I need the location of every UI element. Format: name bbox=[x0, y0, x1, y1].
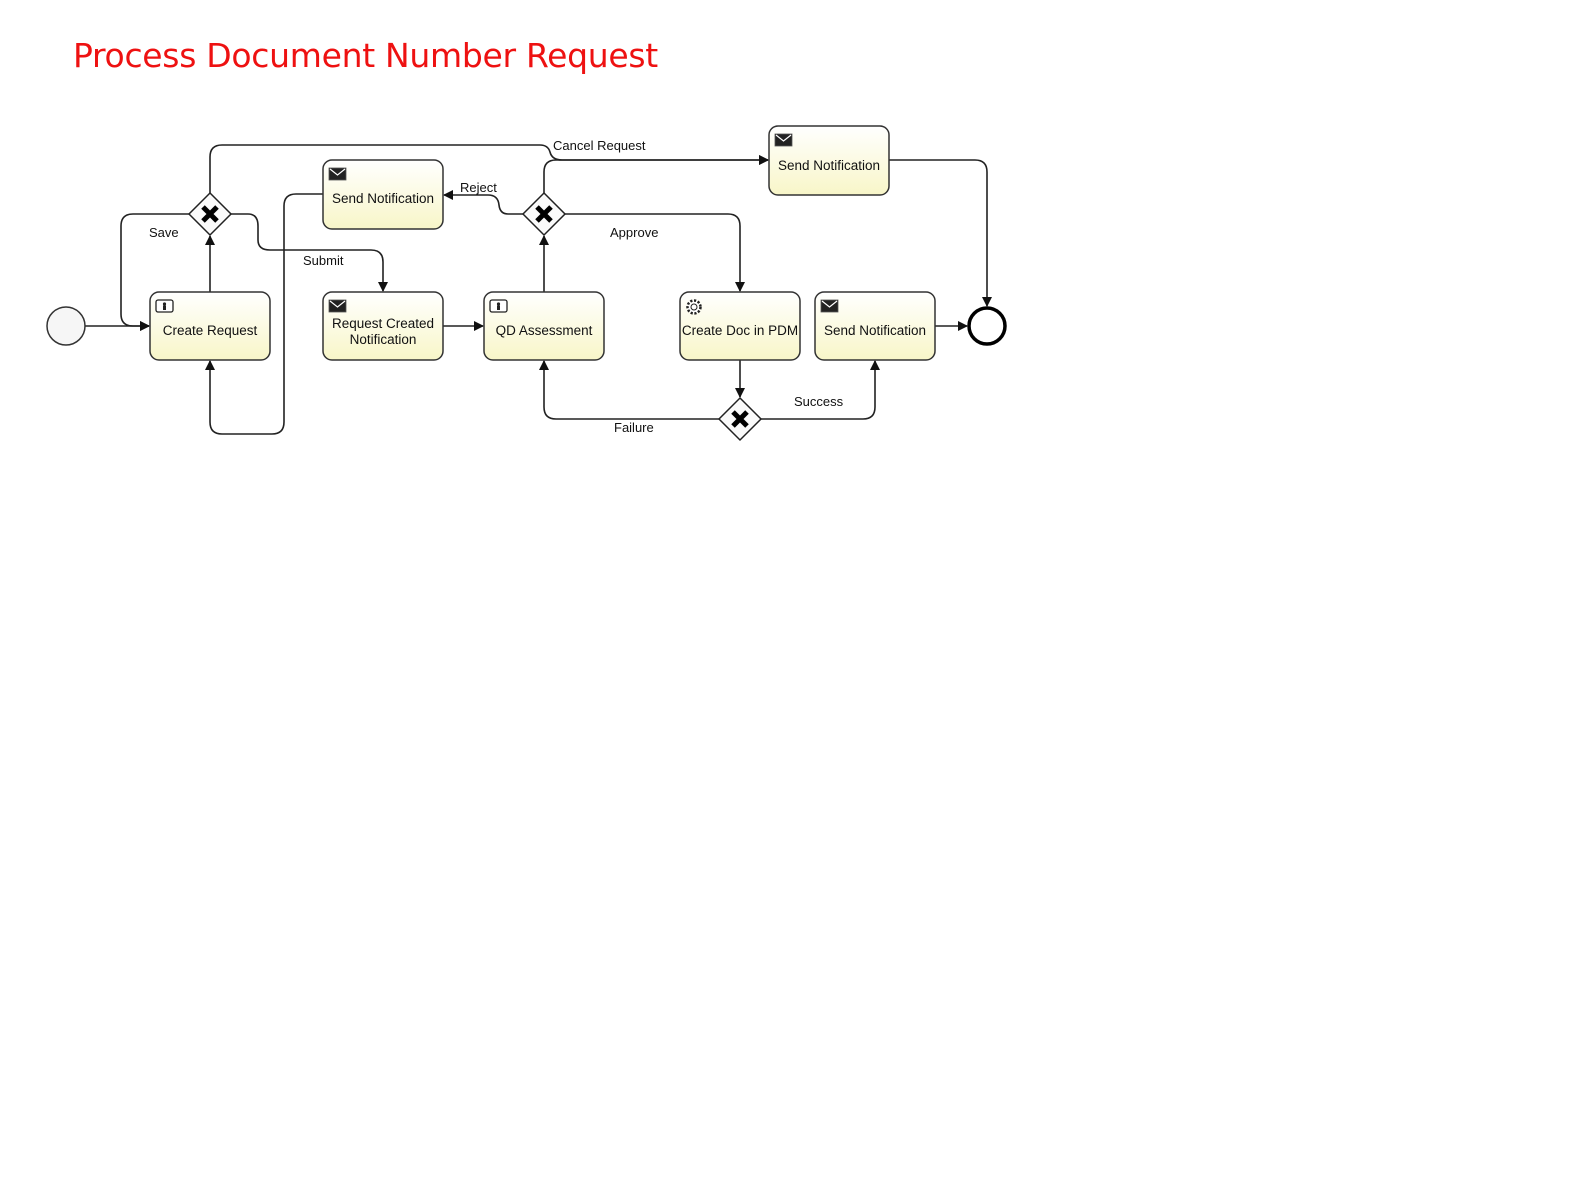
task-label: Create Doc in PDM bbox=[682, 323, 798, 338]
flow-cancel-request[interactable] bbox=[209, 144, 769, 193]
flow-label-success: Success bbox=[794, 394, 844, 409]
flow-label-failure: Failure bbox=[614, 420, 654, 435]
task-label-line1: Request Created bbox=[332, 316, 434, 331]
envelope-icon bbox=[774, 133, 793, 147]
task-send-notification-cancel[interactable]: Send Notification bbox=[768, 125, 890, 196]
end-event[interactable] bbox=[967, 306, 1007, 346]
exclusive-gateway-pdm-result[interactable] bbox=[717, 396, 763, 442]
task-create-doc-in-pdm[interactable]: Create Doc in PDM bbox=[679, 291, 801, 361]
x-icon bbox=[201, 205, 219, 223]
flow-label-submit: Submit bbox=[303, 253, 344, 268]
exclusive-gateway-save-submit[interactable] bbox=[187, 191, 233, 237]
page-title: Process Document Number Request bbox=[73, 36, 658, 75]
start-event[interactable] bbox=[46, 306, 86, 346]
flow-approve[interactable] bbox=[565, 213, 745, 292]
envelope-icon bbox=[328, 299, 347, 313]
envelope-icon bbox=[820, 299, 839, 313]
x-icon bbox=[731, 410, 749, 428]
task-label: Send Notification bbox=[778, 158, 880, 173]
task-qd-assessment[interactable]: QD Assessment bbox=[483, 291, 605, 361]
task-label: QD Assessment bbox=[496, 323, 593, 338]
x-icon bbox=[535, 205, 553, 223]
flow-label-reject: Reject bbox=[460, 180, 497, 195]
exclusive-gateway-assessment[interactable] bbox=[521, 191, 567, 237]
user-task-icon bbox=[155, 299, 174, 313]
flow-gateway2-cancel[interactable] bbox=[543, 155, 769, 193]
flow-reject[interactable] bbox=[443, 190, 523, 215]
flow-cancel-notif-to-end[interactable] bbox=[889, 159, 992, 307]
flow-label-save: Save bbox=[149, 225, 179, 240]
task-request-created-notification[interactable]: Request Created Notification bbox=[322, 291, 444, 361]
user-task-icon bbox=[489, 299, 508, 313]
flow-submit[interactable] bbox=[231, 213, 388, 292]
task-send-notification-success[interactable]: Send Notification bbox=[814, 291, 936, 361]
task-send-notification-reject[interactable]: Send Notification bbox=[322, 159, 444, 230]
gear-icon bbox=[686, 299, 702, 315]
flow-failure[interactable] bbox=[539, 360, 719, 420]
task-create-request[interactable]: Create Request bbox=[149, 291, 271, 361]
task-label: Create Request bbox=[163, 323, 258, 338]
task-label-line2: Notification bbox=[350, 332, 417, 347]
task-label: Send Notification bbox=[824, 323, 926, 338]
flow-label-cancel-request: Cancel Request bbox=[553, 138, 646, 153]
flow-success[interactable] bbox=[761, 360, 880, 420]
flow-save[interactable] bbox=[120, 213, 189, 331]
flow-label-approve: Approve bbox=[610, 225, 658, 240]
flow-reject-notif-to-create[interactable] bbox=[205, 193, 323, 435]
task-label: Send Notification bbox=[332, 191, 434, 206]
envelope-icon bbox=[328, 167, 347, 181]
